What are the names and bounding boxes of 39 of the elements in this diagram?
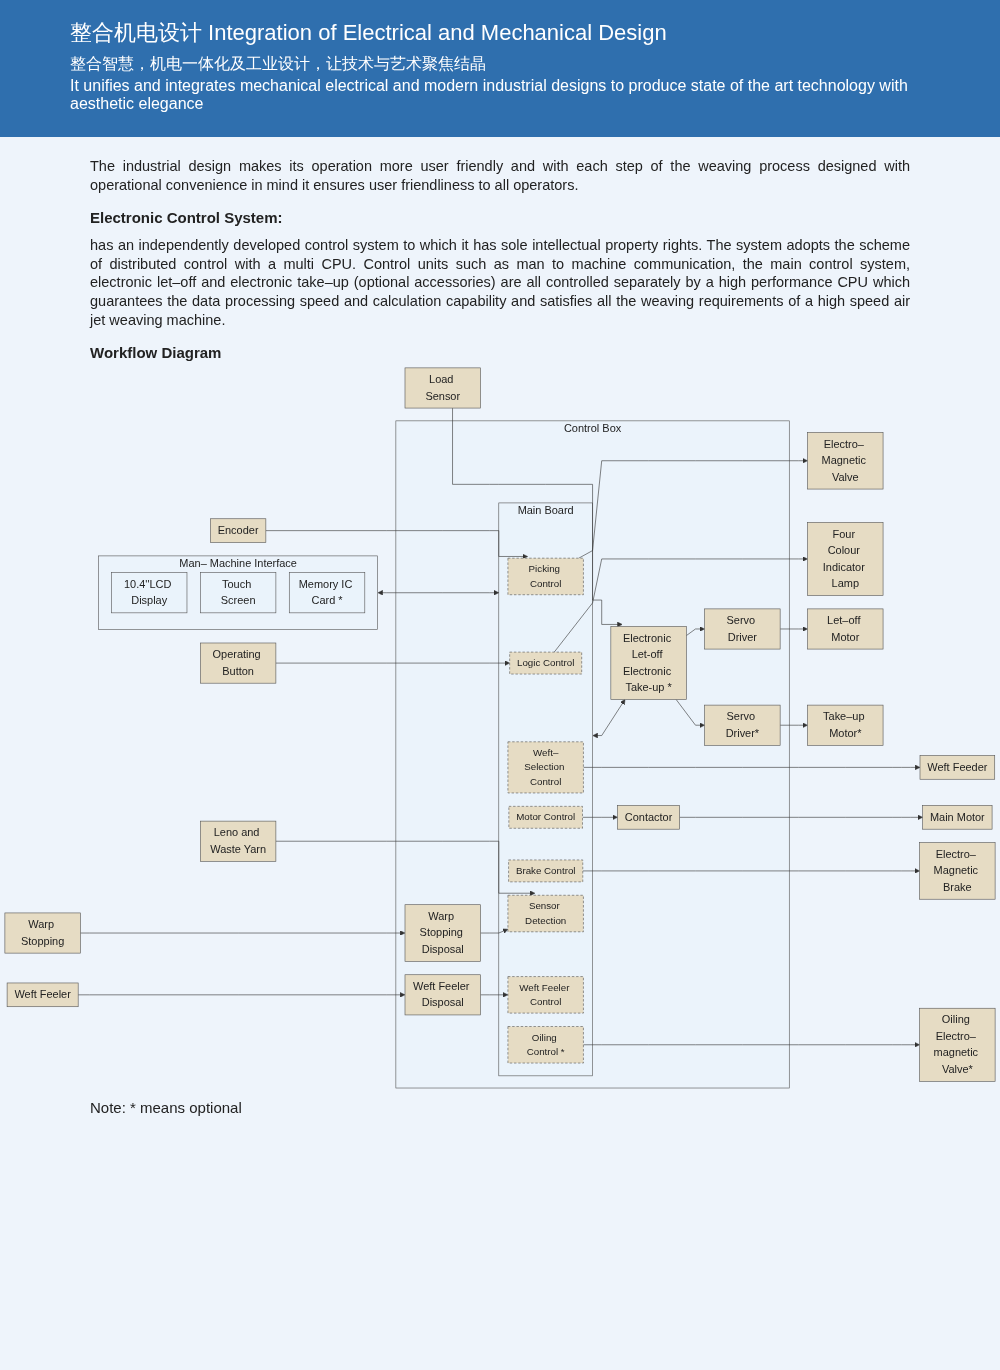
node-box: Encoder — [210, 518, 267, 543]
subtitle: 整合智慧，机电一体化及工业设计，让技术与艺术聚焦结晶 — [70, 54, 487, 74]
node-box: Warp Stopping — [4, 912, 81, 954]
node-box: Contactor — [617, 805, 680, 830]
node-box: Oiling Electro– magnetic Valve* — [919, 1007, 996, 1082]
node-box: Weft–Selection Control — [507, 741, 584, 794]
node-box: Main Motor — [922, 805, 993, 830]
node-box: Take–up Motor* — [807, 704, 884, 746]
paragraph: has an independently developed control system to which it has sole intellectual property rights. The system adopts the scheme of distributed control with a multi CPU. Control units such as man to machine communication, the main control system, electronic let–off and electronic take–up (optional accessories) are all controlled separately by a high performance CPU which guarantees the data processing speed and calculation capability and satisfies all the weaving requirements of a high speed air jet weaving machine. — [90, 235, 910, 330]
node-box: Weft Feeder — [919, 755, 996, 780]
node-box: Weft Feeler Control — [507, 976, 584, 1014]
node-box: Weft Feeler — [6, 982, 79, 1007]
node-box: 10.4''LCD Display — [111, 572, 188, 614]
node-box: Brake Control — [508, 859, 584, 883]
node-box: Touch Screen — [200, 572, 277, 614]
node-box: Sensor Detection — [507, 894, 584, 933]
node-box: Electro– Magnetic Valve — [807, 432, 884, 490]
node-box: Memory IC Card * — [288, 572, 366, 614]
node-box: Let–off Motor — [807, 608, 884, 650]
node-box: Motor Control — [508, 805, 583, 829]
node-box: Picking Control — [507, 557, 584, 595]
node-box: Warp Stopping Disposal — [404, 904, 481, 962]
node-box: Servo Driver — [704, 608, 781, 650]
note: Note: * means optional — [90, 1098, 243, 1116]
paragraph: The industrial design makes its operation more user friendly and with each step of the weaving process designed with operational convenience in mind it ensures user friendliness to all operators. — [90, 157, 910, 195]
node-box: Logic Control — [509, 651, 582, 675]
node-box: Weft Feeler Disposal — [404, 974, 481, 1016]
section-heading: Workflow Diagram — [90, 343, 223, 361]
node-box: Four Colour Indicator Lamp — [807, 522, 884, 596]
node-box: Leno and Waste Yarn — [200, 820, 277, 862]
section-heading: Electronic Control System: — [90, 208, 284, 226]
node-box: Operating Button — [200, 642, 277, 684]
subtitle: It unifies and integrates mechanical electrical and modern industrial designs to produce state of the art technology with aesthetic elegance — [70, 77, 909, 113]
node-box: Load Sensor — [404, 367, 481, 409]
node-box: Electronic Let-off Electronic Take-up * — [610, 626, 687, 700]
node-box: Electro– Magnetic Brake — [919, 842, 996, 900]
title: 整合机电设计 Integration of Electrical and Mechanical Design — [70, 19, 668, 47]
node-box: Servo Driver* — [704, 704, 781, 746]
node-box: Oiling Control * — [507, 1026, 584, 1064]
